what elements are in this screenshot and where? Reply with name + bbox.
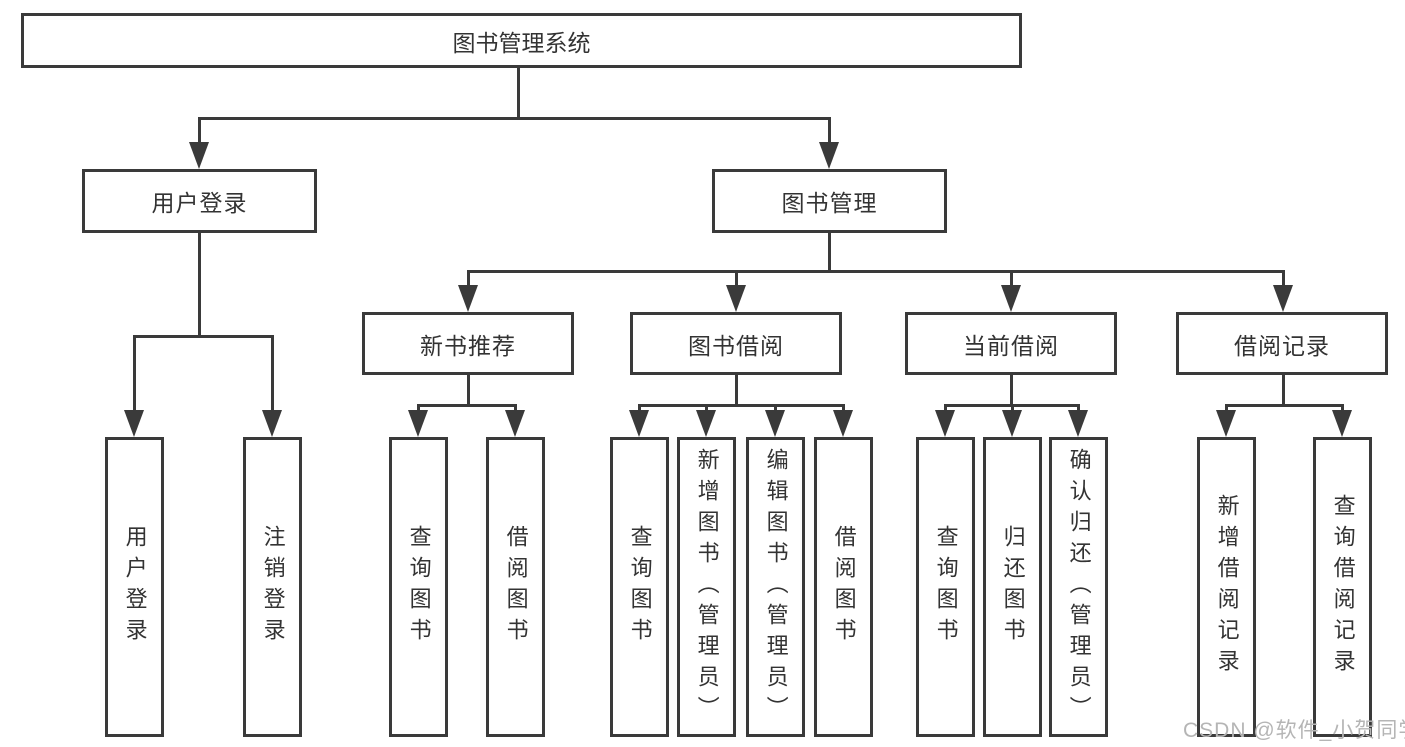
arrow-down-icon (1001, 285, 1021, 312)
node-new-book-recommend-label: 新书推荐 (420, 332, 516, 359)
connector-vline (735, 373, 738, 406)
connector-hline (638, 404, 845, 407)
connector-vline (517, 68, 520, 119)
arrow-down-icon (726, 285, 746, 312)
leaf-br-query-record-label: 查询借阅记录 (1330, 494, 1356, 680)
connector-hline (198, 117, 831, 120)
connector-vline (944, 404, 947, 414)
leaf-bb-query-books-label: 查询图书 (627, 525, 653, 649)
leaf-nbr-query-books-label: 查询图书 (406, 525, 432, 649)
connector-vline (417, 404, 420, 414)
leaf-cb-query-books-label: 查询图书 (933, 525, 959, 649)
leaf-bb-add-books-admin: 新增图书（管理员） (677, 437, 736, 737)
node-root-label: 图书管理系统 (452, 29, 591, 56)
leaf-nbr-borrow-books-label: 借阅图书 (503, 525, 529, 649)
connector-vline (828, 117, 831, 147)
arrow-down-icon (1002, 410, 1022, 437)
connector-vline (198, 117, 201, 147)
connector-vline (467, 270, 470, 288)
arrow-down-icon (935, 410, 955, 437)
node-user-login-group: 用户登录 (82, 169, 317, 233)
arrow-down-icon (408, 410, 428, 437)
connector-vline (1077, 404, 1080, 414)
leaf-bb-query-books: 查询图书 (610, 437, 669, 737)
leaf-cb-confirm-return-admin-label: 确认归还（管理员） (1066, 447, 1092, 727)
node-book-borrowing-label: 图书借阅 (688, 332, 784, 359)
arrow-down-icon (1332, 410, 1352, 437)
connector-hline (417, 404, 517, 407)
connector-vline (735, 270, 738, 288)
connector-vline (842, 404, 845, 414)
connector-vline (467, 373, 470, 406)
leaf-cb-confirm-return-admin: 确认归还（管理员） (1049, 437, 1108, 737)
connector-vline (638, 404, 641, 414)
leaf-bb-borrow-books: 借阅图书 (814, 437, 873, 737)
csdn-watermark: CSDN @软件_小贺同学 (1183, 719, 1405, 742)
connector-vline (1341, 404, 1344, 414)
arrow-down-icon (505, 410, 525, 437)
leaf-bb-add-books-admin-label: 新增图书（管理员） (694, 447, 720, 727)
leaf-bb-edit-books-admin: 编辑图书（管理员） (746, 437, 805, 737)
node-current-borrowing-label: 当前借阅 (963, 332, 1059, 359)
leaf-br-add-record: 新增借阅记录 (1197, 437, 1256, 737)
node-book-management: 图书管理 (712, 169, 947, 233)
leaf-br-add-record-label: 新增借阅记录 (1214, 494, 1240, 680)
connector-vline (133, 335, 136, 413)
arrow-down-icon (262, 410, 282, 437)
leaf-bb-edit-books-admin-label: 编辑图书（管理员） (763, 447, 789, 727)
node-book-management-label: 图书管理 (781, 190, 878, 216)
node-new-book-recommend: 新书推荐 (362, 312, 574, 375)
node-book-borrowing: 图书借阅 (630, 312, 842, 375)
leaf-nbr-borrow-books: 借阅图书 (486, 437, 545, 737)
connector-vline (1282, 373, 1285, 406)
leaf-logout-label: 注销登录 (260, 525, 286, 649)
node-root: 图书管理系统 (21, 13, 1022, 68)
arrow-down-icon (124, 410, 144, 437)
arrow-down-icon (696, 410, 716, 437)
connector-vline (198, 231, 201, 337)
arrow-down-icon (458, 285, 478, 312)
arrow-down-icon (1216, 410, 1236, 437)
connector-hline (467, 270, 1285, 273)
node-current-borrowing: 当前借阅 (905, 312, 1117, 375)
connector-hline (1225, 404, 1344, 407)
connector-vline (774, 404, 777, 414)
connector-vline (271, 335, 274, 413)
connector-vline (705, 404, 708, 414)
connector-vline (1010, 270, 1013, 288)
leaf-cb-return-books: 归还图书 (983, 437, 1042, 737)
arrow-down-icon (833, 410, 853, 437)
leaf-user-login-label: 用户登录 (122, 525, 148, 649)
leaf-logout: 注销登录 (243, 437, 302, 737)
connector-vline (1282, 270, 1285, 288)
arrow-down-icon (189, 142, 209, 169)
arrow-down-icon (819, 142, 839, 169)
arrow-down-icon (1273, 285, 1293, 312)
leaf-cb-return-books-label: 归还图书 (1000, 525, 1026, 649)
node-user-login-group-label: 用户登录 (151, 190, 248, 216)
connector-vline (1225, 404, 1228, 414)
leaf-nbr-query-books: 查询图书 (389, 437, 448, 737)
leaf-br-query-record: 查询借阅记录 (1313, 437, 1372, 737)
arrow-down-icon (1068, 410, 1088, 437)
connector-vline (1010, 373, 1013, 406)
leaf-cb-query-books: 查询图书 (916, 437, 975, 737)
leaf-user-login: 用户登录 (105, 437, 164, 737)
arrow-down-icon (765, 410, 785, 437)
connector-vline (514, 404, 517, 414)
node-borrow-records: 借阅记录 (1176, 312, 1388, 375)
node-borrow-records-label: 借阅记录 (1234, 332, 1330, 359)
arrow-down-icon (629, 410, 649, 437)
leaf-bb-borrow-books-label: 借阅图书 (831, 525, 857, 649)
connector-vline (1011, 404, 1014, 414)
connector-vline (828, 231, 831, 272)
connector-hline (133, 335, 274, 338)
